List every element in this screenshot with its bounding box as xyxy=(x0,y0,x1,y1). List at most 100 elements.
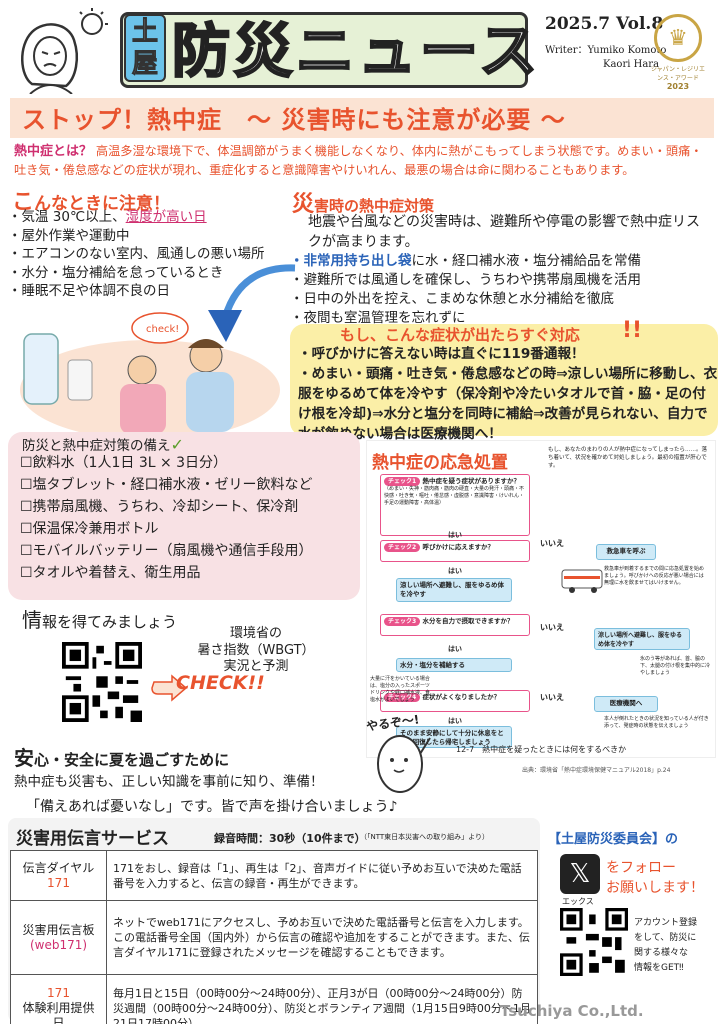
water-step-box: 水分・塩分を補給する xyxy=(396,658,512,672)
disaster-title: 災害時の熱中症対策 xyxy=(292,192,435,217)
list-item: ☐タオルや着替え、衛生用品 xyxy=(20,565,201,581)
hospital-note: 本人が倒れたときの状況を知っている人が付き添って、発症時の状態を伝えましょう xyxy=(604,716,709,729)
masthead-bar xyxy=(120,12,528,88)
pointing-hand-icon xyxy=(151,674,188,702)
list-item: ・気温 30℃以上、湿度が高い日 xyxy=(8,209,207,225)
humidity-highlight: 湿度が高い日 xyxy=(125,209,207,225)
safety-text-2: 「備えあれば憂いなし」です。皆で声を掛け合いましょう♪ xyxy=(26,799,398,815)
yes-label: はい xyxy=(448,645,462,653)
check-bubble-text: check! xyxy=(146,324,179,335)
list-item: ・呼びかけに答えない時は直ぐに119番通報！ xyxy=(298,346,585,362)
medal-icon: ♛ xyxy=(654,14,702,62)
curved-arrow-icon xyxy=(208,264,296,342)
check3-box: チェック3 水分を自力で摂取できますか？ xyxy=(380,614,530,636)
award-name: ジャパン・レジリエンス・アワード xyxy=(650,66,705,82)
community-title: 【土屋防災委員会】の xyxy=(548,832,679,847)
list-item: ・夜間も室温管理を忘れずに xyxy=(290,310,466,326)
exclamation-icon: !! xyxy=(622,318,643,343)
info-title: 情報を得てみましょう xyxy=(22,608,178,632)
list-item: ・めまい・頭痛・吐き気・倦怠感などの時⇒涼しい場所に移動し、衣服をゆるめて体を冷… xyxy=(298,366,718,442)
list-item: ・睡眠不足や体調不良の日 xyxy=(8,283,170,299)
ambulance-note: 救急車が到着するまでの間に応急処置を始めましょう。呼びかけへの反応が悪い場合には… xyxy=(604,566,705,586)
list-item: ☐飲料水（1人1日 3L × 3日分） xyxy=(20,455,228,471)
no-label: いいえ xyxy=(540,623,564,632)
list-item: ・屋外作業や運動中 xyxy=(8,227,130,244)
qr-code-icon[interactable] xyxy=(62,642,142,722)
symptom-title: もし、こんな症状が出たらすぐ対応 xyxy=(340,326,580,344)
safety-text-1: 熱中症も災害も、正しい知識を事前に知り、準備！ xyxy=(14,774,324,790)
headline-strip xyxy=(10,98,714,138)
brand-char-top: 土 xyxy=(131,17,158,48)
disaster-text: 地震や台風などの災害時は、避難所や停電の影響で熱中症リスクが高まります。 xyxy=(308,214,700,250)
flowchart-note: もし、あなたのまわりの人が熱中症になってしまったら……。落ち着いて、状況を確かめ… xyxy=(548,447,708,469)
x-caption: エックス xyxy=(562,897,594,906)
cool-right-box: 涼しい場所へ避難し、服をゆるめ体を冷やす xyxy=(594,628,690,650)
yes-label: はい xyxy=(448,567,462,575)
ambulance-box: 救急車を呼ぶ xyxy=(596,544,656,560)
ambulance-icon xyxy=(561,569,603,593)
company-logo: Tsuchiya Co.,Ltd. xyxy=(500,1002,644,1020)
headline: ストップ！熱中症 ～ 災害時にも注意が必要 ～ xyxy=(22,106,566,134)
first-aid-flowchart xyxy=(366,440,716,758)
service-time: 録音時間：30秒（10件まで） xyxy=(214,832,366,845)
qr-code-icon[interactable] xyxy=(560,908,628,976)
woman-sun-illustration xyxy=(21,8,108,94)
list-item: ☐携帯扇風機、うちわ、冷却シート、保冷剤 xyxy=(20,499,299,515)
supplies-title: 防災と熱中症対策の備え✓ xyxy=(22,435,184,454)
cheering-character-illustration xyxy=(377,735,431,793)
flowchart-title: 熱中症の応急処置 xyxy=(372,453,508,473)
symptom-box xyxy=(290,324,718,436)
check-callout: CHECK!! xyxy=(176,672,265,694)
disaster-list: ・非常用持ち出し袋に水・経口補水液・塩分補給品を常備 ・避難所では風通しを確保し… xyxy=(290,252,641,328)
intro-text: 高温多湿な環境下で、体温調節がうまく機能しなくなり、体内に熱がこもってしまう状態… xyxy=(14,144,703,177)
brand-char-bottom: 屋 xyxy=(131,49,158,80)
writer-line-2: Kaori Hara xyxy=(603,59,660,70)
list-item: ☐塩タブレット・経口補水液・ゼリー飲料など xyxy=(20,477,313,493)
caution-title: こんなときに注意！ xyxy=(12,190,171,215)
app-register-text: アカウント登録をして、防災に関する様々な情報をGET‼ xyxy=(634,918,698,973)
intro-paragraph: 熱中症とは？ 高温多湿な環境下で、体温調節がうまく機能しなくなり、体内に熱がこも… xyxy=(14,142,714,179)
symptom-text: ・呼びかけに答えない時は直ぐに119番通報！ ・めまい・頭痛・吐き気・倦怠感など… xyxy=(298,344,718,444)
flowchart-caption: 12-7 熱中症を疑ったときには何をするべきか xyxy=(456,745,627,754)
caution-list: ・気温 30℃以上、湿度が高い日 ・屋外作業や運動中 ・エアコンのない室内、風通… xyxy=(8,208,265,301)
service-title: 災害用伝言サービス xyxy=(16,829,169,849)
supplies-box xyxy=(8,432,360,600)
service-source: （「NTT東日本災害への取り組み」より） xyxy=(360,833,490,841)
cool-note: 氷のう等があれば、首、脇の下、太腿の付け根を集中的に冷やしましょう xyxy=(640,656,711,676)
supplies-list: ☐飲料水（1人1日 3L × 3日分） ☐塩タブレット・経口補水液・ゼリー飲料な… xyxy=(20,452,313,584)
writer-line-1: Writer：Yumiko Komoto xyxy=(545,45,667,56)
cool-step-box: 涼しい場所へ避難し、服をゆるめ体を冷やす xyxy=(396,578,512,602)
x-logo-icon[interactable]: 𝕏 xyxy=(560,854,600,894)
safety-title: 安心・安全に夏を過ごすために xyxy=(14,746,230,770)
wbgt-text: 環境省の暑さ指数（WBGT）実況と予測 xyxy=(197,626,315,674)
masthead-title: 防災ニュース xyxy=(171,16,542,87)
follow-text: をフォローお願いします！ xyxy=(606,860,704,896)
check4-box: チェック4 症状がよくなりましたか？ xyxy=(380,690,530,712)
award-badge: ♛ ジャパン・レジリエンス・アワード 2023 xyxy=(648,8,708,100)
table-row: 災害用伝言板(web171) ネットでweb171にアクセスし、予めお互いで決め… xyxy=(10,900,538,975)
family-drinking-illustration: check! xyxy=(20,312,280,440)
hospital-box: 医療機関へ xyxy=(594,696,658,712)
source-note: 出典：環境省「熱中症環境保健マニュアル2018」p.24 xyxy=(522,767,671,774)
list-item: ・日中の外出を控え、こまめな休憩と水分補給を徹底 xyxy=(290,291,614,307)
check1-box: チェック1 熱中症を疑う症状がありますか？ （めまい・失神・筋肉痛・筋肉の硬直・… xyxy=(380,474,530,536)
award-year: 2023 xyxy=(666,82,690,91)
rest-step-box: そのまま安静にして十分に休息をとり、回復したら帰宅しましょう xyxy=(396,726,512,748)
yes-label: はい xyxy=(448,717,462,725)
list-item: ☐保温保冷兼用ボトル xyxy=(20,521,159,537)
check-icon: ✓ xyxy=(170,435,184,454)
no-label: いいえ xyxy=(540,539,564,548)
list-item: ・水分・塩分補給を怠っているとき xyxy=(8,264,224,281)
brand-box: 土 屋 xyxy=(124,14,166,82)
writer-credit: Writer：Yumiko Komoto Kaori Hara xyxy=(545,44,666,72)
list-item: ・エアコンのない室内、風通しの悪い場所 xyxy=(8,246,265,262)
yes-label: はい xyxy=(448,531,462,539)
issue-number: 2025.7 Vol.8 xyxy=(545,14,664,34)
intro-term: 熱中症とは？ xyxy=(14,144,93,159)
no-label: いいえ xyxy=(540,693,564,702)
kid-note: 大量に汗をかいている場合は、塩分の入ったスポーツドリンクや経口補水液、食塩水がよ… xyxy=(370,676,431,703)
list-item: ☐モバイルバッテリー（扇風機や通信手段用） xyxy=(20,543,313,559)
